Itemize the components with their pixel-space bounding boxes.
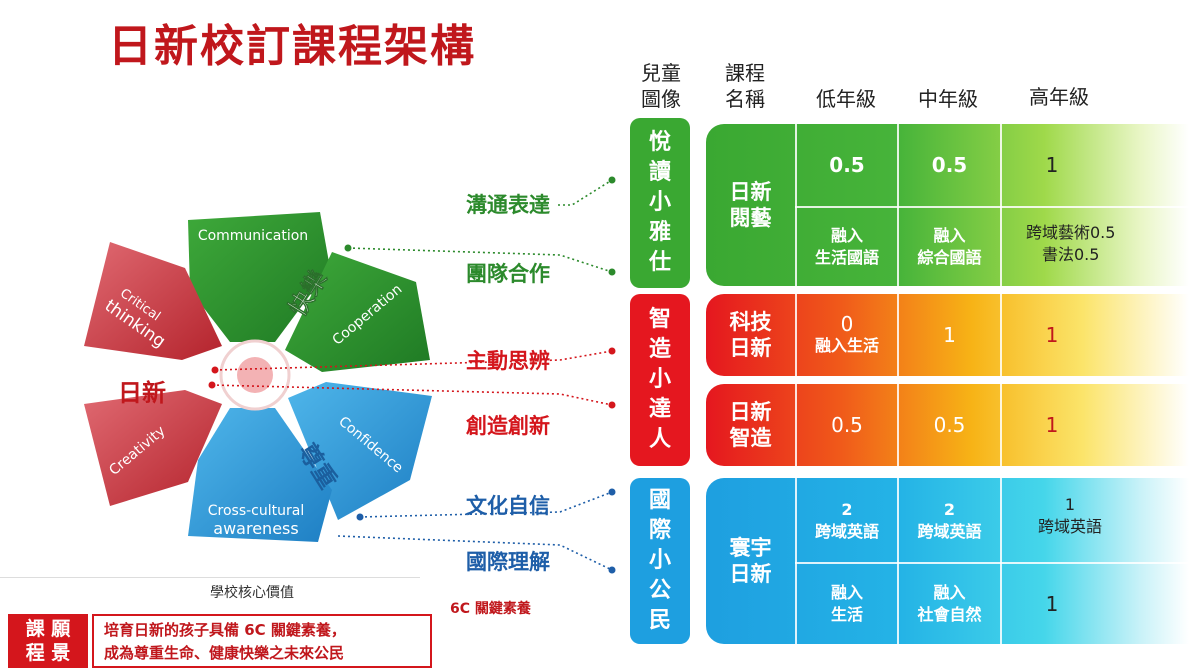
header-mid-grade: 中年級 — [918, 87, 978, 111]
skill-innovation-label: 創造創新 — [466, 414, 550, 438]
vision-text: 培育日新的孩子具備 6C 關鍵素養， 成為尊重生命、健康快樂之未來公民 — [92, 614, 432, 668]
cell-zhizao-high: 1 — [1045, 413, 1059, 437]
petal-cooperation — [285, 252, 430, 372]
petal-critical-thinking — [84, 242, 222, 360]
cell-yueyi-high-hours: 1 — [1045, 153, 1059, 177]
cell-global-low-hours: 2 — [841, 500, 853, 519]
cell-global-low-top: 2 跨域英語 — [797, 480, 897, 562]
header-child-image: 兒童 圖像 — [641, 61, 681, 111]
grid-line — [897, 384, 899, 466]
grid-line — [795, 206, 1189, 208]
petal-cross-cultural — [188, 408, 332, 542]
course-name-tech: 科技 日新 — [729, 310, 772, 360]
cell-global-low-subject: 跨域英語 — [814, 522, 879, 541]
petal-communication — [188, 212, 330, 342]
grid-line — [795, 294, 797, 376]
course-row-zhizao — [706, 384, 1189, 466]
page-title: 日新校訂課程架構 — [108, 21, 476, 72]
skill-critical-label: 主動思辨 — [466, 349, 550, 373]
course-name-zhizao: 日新 智造 — [729, 400, 772, 450]
petal-creativity — [84, 390, 222, 506]
petal-label-cross-cultural-1: Cross-cultural — [208, 503, 304, 519]
course-row-global — [706, 478, 1189, 644]
cell-zhizao-mid: 0.5 — [933, 413, 966, 437]
child-image-reader: 悅 讀 小 雅 仕 — [630, 118, 690, 288]
cell-global-mid-note: 融入 社會自然 — [917, 583, 982, 624]
petal-label-cross-cultural-2: awareness — [213, 519, 298, 538]
cell-global-high-subject: 跨域英語 — [1037, 517, 1102, 536]
grid-line — [1000, 384, 1002, 466]
grid-line — [897, 478, 899, 644]
course-name-yueyi: 日新 閱藝 — [729, 180, 772, 230]
cell-global-mid-subject: 跨域英語 — [917, 522, 982, 541]
grid-line — [897, 124, 899, 286]
skill-communication-label: 溝通表達 — [466, 193, 550, 217]
grid-line — [795, 124, 797, 286]
wheel-center-label: 日新 — [118, 379, 166, 407]
cell-tech-high: 1 — [1045, 323, 1059, 347]
skill-teamwork-label: 團隊合作 — [466, 262, 550, 286]
school-logo-icon — [237, 357, 273, 393]
skill-culture-label: 文化自信 — [466, 494, 550, 518]
vision-tag: 課 願 程 景 — [8, 614, 88, 668]
grid-line — [795, 384, 797, 466]
cell-global-high-top: 1 跨域英語 — [1010, 480, 1130, 552]
six-c-label: 6C 關鍵素養 — [450, 601, 531, 617]
cell-global-high-hours: 1 — [1064, 495, 1076, 514]
grid-line — [1000, 124, 1002, 286]
child-image-maker: 智 造 小 達 人 — [630, 294, 690, 466]
course-row-yueyi — [706, 124, 1189, 286]
skill-intl-label: 國際理解 — [466, 550, 550, 574]
cell-global-low-note: 融入 生活 — [830, 583, 863, 624]
cell-yueyi-high-note: 跨域藝術0.5 書法0.5 — [1026, 223, 1116, 264]
six-c-wheel: Communication Cooperation Confidence Cro… — [84, 212, 432, 542]
grid-line — [1000, 294, 1002, 376]
grid-line — [795, 478, 797, 644]
cell-zhizao-low: 0.5 — [831, 413, 863, 437]
cell-global-mid-top: 2 跨域英語 — [899, 480, 1000, 562]
grid-line — [897, 294, 899, 376]
grid-line — [1000, 478, 1002, 644]
cell-yueyi-low-hours: 0.5 — [829, 153, 865, 177]
cell-global-mid-hours: 2 — [943, 500, 956, 519]
cell-global-high-hours-bottom: 1 — [1045, 592, 1059, 616]
child-image-global-citizen: 國 際 小 公 民 — [630, 478, 690, 644]
header-course-name: 課程 名稱 — [725, 61, 765, 111]
course-row-tech — [706, 294, 1189, 376]
cell-yueyi-mid-note: 融入 綜合國語 — [917, 226, 982, 267]
cell-tech-low: 0 融入生活 — [797, 294, 897, 376]
petal-label-communication: Communication — [198, 228, 308, 244]
course-name-global: 寰宇 日新 — [729, 536, 772, 586]
header-high-grade: 高年級 — [1029, 85, 1089, 109]
cell-tech-low-hours: 0 — [840, 312, 854, 336]
header-low-grade: 低年級 — [816, 87, 876, 111]
core-values-label: 學校核心價值 — [210, 585, 294, 601]
grid-line — [795, 562, 1189, 564]
cell-tech-low-note: 融入生活 — [814, 336, 879, 355]
core-values-bar: 學校核心價值 — [0, 577, 420, 608]
cell-tech-mid: 1 — [943, 323, 956, 347]
cell-yueyi-low-note: 融入 生活國語 — [814, 226, 879, 267]
cell-yueyi-mid-hours: 0.5 — [931, 153, 968, 177]
